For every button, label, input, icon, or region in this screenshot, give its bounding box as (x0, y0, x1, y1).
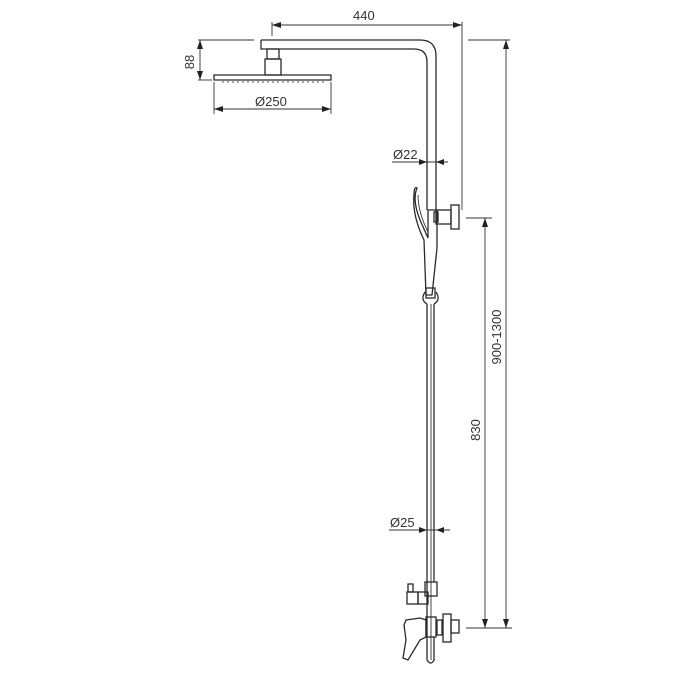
upper-riser-pipe (426, 200, 437, 210)
label-830: 830 (468, 419, 483, 441)
hand-shower (413, 187, 439, 305)
label-22: Ø22 (393, 147, 418, 162)
label-440: 440 (353, 8, 375, 23)
wall-bracket-top (433, 204, 460, 230)
label-25: Ø25 (390, 515, 415, 530)
dimension-lower-pipe-diameter: Ø25 (389, 515, 450, 533)
dimension-arm-length: 440 (271, 8, 463, 210)
label-900-1300: 900-1300 (489, 310, 504, 365)
label-250: Ø250 (255, 94, 287, 109)
dimension-total-height: 900-1300 (466, 39, 512, 629)
shower-arm (260, 39, 437, 200)
dimension-upper-pipe-diameter: Ø22 (392, 147, 448, 165)
slide-rail (426, 304, 435, 660)
mixer-valve (402, 581, 460, 664)
dimension-head-height: 88 (182, 39, 254, 81)
label-88: 88 (182, 55, 197, 69)
rain-shower-head (213, 48, 332, 83)
dimension-holder-to-mixer: 830 (466, 217, 492, 628)
dimension-head-diameter: Ø250 (213, 82, 332, 114)
